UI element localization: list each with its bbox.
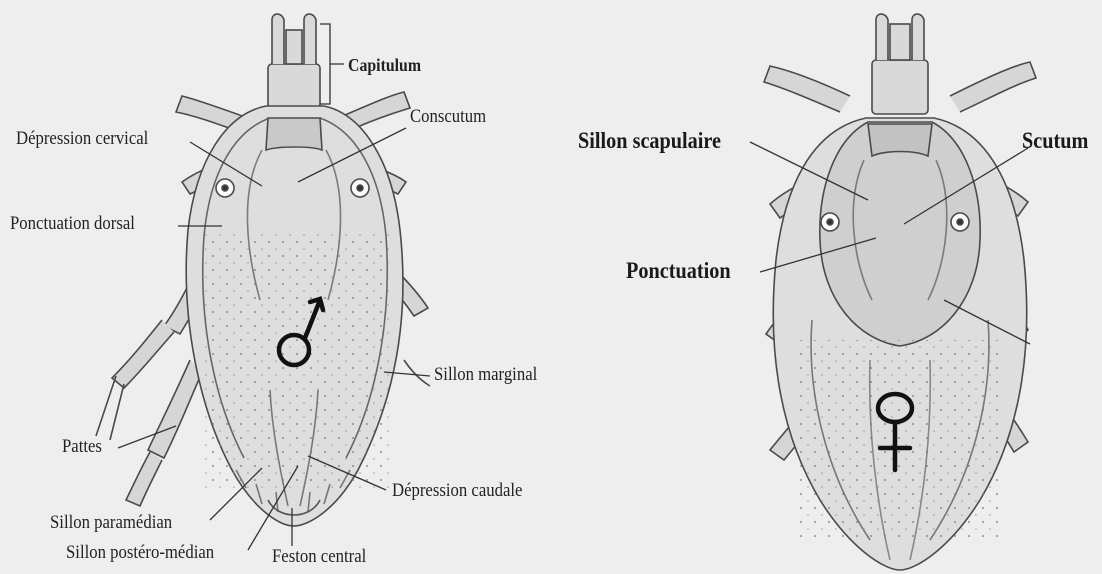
label-ponctuation: Ponctuation	[626, 258, 731, 284]
label-scutum: Scutum	[1022, 128, 1088, 154]
label-sillon-scapulaire: Sillon scapulaire	[578, 128, 721, 154]
label-feston-central: Feston central	[272, 546, 366, 568]
male-capitulum	[268, 14, 320, 108]
label-conscutum: Conscutum	[410, 106, 486, 128]
label-capitulum: Capitulum	[348, 54, 421, 76]
label-depression-caudale: Dépression caudale	[392, 480, 522, 502]
female-scutum	[820, 122, 980, 346]
label-depression-cervical: Dépression cervical	[16, 128, 148, 150]
female-tick-illustration	[764, 14, 1036, 570]
label-ponctuation-dorsal: Ponctuation dorsal	[10, 213, 135, 235]
label-pattes: Pattes	[62, 436, 102, 458]
label-sillon-postero-median: Sillon postéro-médian	[66, 542, 214, 564]
label-sillon-paramedian: Sillon paramédian	[50, 512, 172, 534]
male-tick-illustration	[96, 14, 430, 526]
label-sillon-marginal: Sillon marginal	[434, 364, 537, 386]
female-capitulum	[872, 14, 928, 114]
